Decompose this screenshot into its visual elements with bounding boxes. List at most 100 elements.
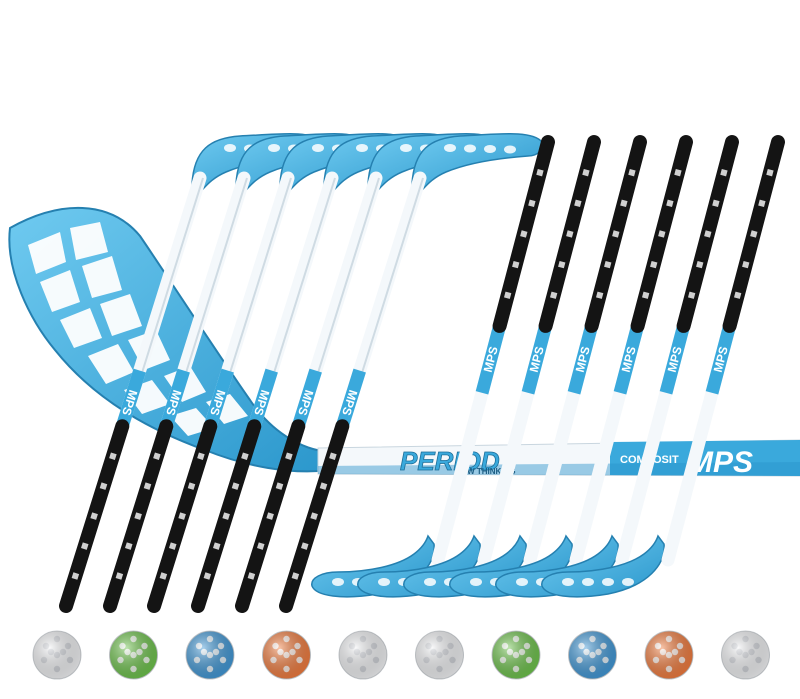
left-stick-blade-hole xyxy=(268,144,280,152)
right-stick: MPS xyxy=(311,135,555,598)
floorball-shading xyxy=(721,631,770,679)
right-stick-grip-mark xyxy=(512,260,520,269)
left-stick-grip-mark xyxy=(159,572,168,580)
right-stick-grip-mark xyxy=(658,230,666,238)
right-stick-grip-mark xyxy=(582,168,590,177)
floorball-shading xyxy=(645,631,693,679)
right-stick-grip-mark xyxy=(688,291,696,299)
floorball xyxy=(491,630,541,680)
floorball-shading xyxy=(262,631,311,679)
right-stick-grip-mark xyxy=(712,199,720,207)
left-stick-brand: MPS xyxy=(251,388,272,417)
right-stick-brand: MPS xyxy=(665,345,685,374)
floorball-shading xyxy=(492,631,540,679)
left-stick-grip-mark xyxy=(125,542,133,550)
left-stick-grip-mark xyxy=(115,572,124,580)
floorball xyxy=(568,630,617,680)
right-stick-blade-hole xyxy=(622,578,634,586)
left-stick-grip-mark xyxy=(197,452,205,460)
right-stick-grip-mark xyxy=(704,230,712,238)
left-stick-blade-hole xyxy=(444,144,456,152)
left-stick-grip-mark xyxy=(257,542,265,550)
right-stick-grip-mark xyxy=(604,260,612,269)
floorball-shading xyxy=(568,631,617,679)
left-stick-grip-mark xyxy=(169,542,177,550)
left-stick-grip-mark xyxy=(241,452,249,460)
floorball-shading xyxy=(109,631,158,679)
left-stick-grip-mark xyxy=(291,572,300,580)
right-stick-blade-hole xyxy=(516,578,528,586)
right-stick-brand: MPS xyxy=(481,345,501,374)
floorball xyxy=(262,630,311,680)
left-stick-grip-mark xyxy=(310,512,318,520)
right-stick-grip-mark xyxy=(650,260,658,269)
right-stick-grip-mark xyxy=(742,260,750,269)
left-stick-grip-mark xyxy=(143,482,152,490)
left-stick-grip-mark xyxy=(90,512,98,520)
right-stick-blue-band xyxy=(567,324,598,395)
right-stick-shaft xyxy=(615,365,678,567)
left-stick-grip-mark xyxy=(187,482,196,490)
floorball xyxy=(338,630,388,680)
floorball-shading xyxy=(339,631,387,679)
right-stick-shaft xyxy=(523,365,586,567)
right-stick: MPS xyxy=(403,135,647,598)
left-stick-blade-hole xyxy=(224,144,236,152)
right-stick: MPS xyxy=(541,135,785,598)
floorball xyxy=(644,630,694,680)
left-stick-grip-mark xyxy=(109,452,117,460)
right-stick-grip-mark xyxy=(674,168,682,177)
left-stick-grip-mark xyxy=(247,572,256,580)
floorball xyxy=(185,630,235,680)
right-stick-brand: MPS xyxy=(573,345,593,374)
right-stick-grip-mark xyxy=(666,199,674,207)
right-stick-blue-band xyxy=(475,324,506,395)
left-stick-grip-mark xyxy=(71,572,80,580)
floorball xyxy=(109,630,158,680)
right-stick-grip-mark xyxy=(550,291,558,299)
left-stick-grip-mark xyxy=(178,512,186,520)
floorball xyxy=(415,630,464,680)
left-stick-grip-mark xyxy=(81,542,89,550)
left-stick-blade-hole xyxy=(504,145,516,154)
right-stick-blade-hole xyxy=(332,578,344,586)
left-stick-blade-hole xyxy=(356,144,368,152)
right-stick-grip-mark xyxy=(696,260,704,269)
left-stick-blade-hole xyxy=(400,144,412,152)
left-stick-blade-hole xyxy=(484,145,496,153)
floorball-shading xyxy=(33,631,81,679)
left-stick-blade-hole xyxy=(312,144,324,152)
floorball-shading xyxy=(415,631,464,679)
left-stick-grip-mark xyxy=(153,452,161,460)
left-stick-blade-hole xyxy=(464,144,476,153)
left-stick-brand: MPS xyxy=(339,388,360,417)
left-stick-grip-mark xyxy=(329,452,337,460)
right-stick-shaft xyxy=(569,365,632,567)
right-stick-blue-band xyxy=(705,324,736,395)
right-stick-blue-band xyxy=(521,324,552,395)
right-stick-shaft xyxy=(661,365,724,567)
left-stick-grip-mark xyxy=(134,512,142,520)
right-stick-brand: MPS xyxy=(619,345,639,374)
right-stick-blade-hole xyxy=(378,578,390,586)
right-stick-blue-band xyxy=(613,324,644,395)
right-stick-brand: MPS xyxy=(711,345,731,374)
right-stick-blade-hole xyxy=(602,578,614,586)
left-stick-grip-mark xyxy=(319,482,328,490)
left-stick: MPS xyxy=(279,133,544,613)
balls-row xyxy=(32,630,770,680)
right-stick-grip-mark xyxy=(558,260,566,269)
right-stick-grip-mark xyxy=(750,230,758,238)
right-stick-grip-mark xyxy=(566,230,574,238)
right-stick-grip-mark xyxy=(734,291,742,299)
left-stick-brand: MPS xyxy=(295,388,316,417)
right-stick-grip-mark xyxy=(574,199,582,207)
right-stick-shaft xyxy=(431,365,494,567)
left-stick-grip-mark xyxy=(231,482,240,490)
floorball-shading xyxy=(186,631,234,679)
right-stick-blade-hole xyxy=(424,578,436,586)
right-stick-blade-hole xyxy=(582,578,594,586)
right-stick-grip-mark xyxy=(642,291,650,299)
right-stick-grip-mark xyxy=(596,291,604,299)
right-stick-shaft xyxy=(477,365,540,567)
